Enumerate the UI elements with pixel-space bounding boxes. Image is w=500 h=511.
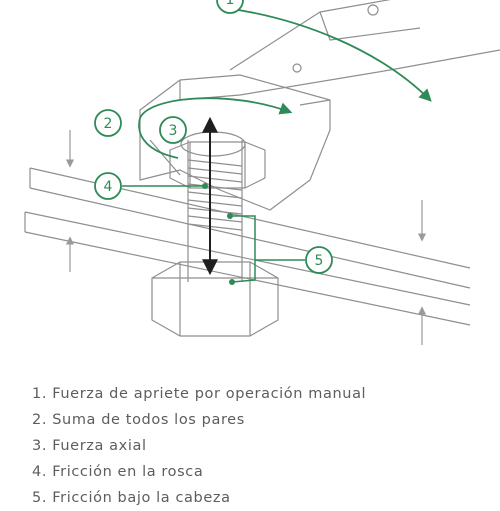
sum-torque-arrow xyxy=(139,97,293,119)
legend-item-5: 5. Fricción bajo la cabeza xyxy=(32,490,231,506)
wrench-torque-arrow xyxy=(224,7,432,102)
bolt-thread xyxy=(187,159,243,231)
legend-item-2: 2. Suma de todos los pares xyxy=(32,412,245,428)
svg-text:4: 4 xyxy=(104,179,113,195)
callout-3: 3 xyxy=(159,116,187,144)
svg-text:3: 3 xyxy=(169,123,178,139)
legend-list: 1. Fuerza de apriete por operación manua… xyxy=(32,381,366,511)
callout-4: 4 xyxy=(94,172,122,200)
legend-item-1: 1. Fuerza de apriete por operación manua… xyxy=(32,386,367,402)
callout-1: 1 xyxy=(216,0,244,14)
wrench-head xyxy=(139,74,331,211)
legend-item-3: 3. Fuerza axial xyxy=(32,438,147,454)
svg-text:1: 1 xyxy=(226,0,235,8)
bolt-head xyxy=(151,261,279,337)
legend-item-4: 4. Fricción en la rosca xyxy=(32,464,204,480)
callout-2: 2 xyxy=(94,109,122,137)
lower-plate xyxy=(24,211,471,326)
hex-nut xyxy=(169,141,266,189)
diagram-figure: 1 2 3 4 5 1. Fuerza de apriete por opera… xyxy=(24,0,500,506)
wrench-handle xyxy=(229,0,500,96)
svg-text:5: 5 xyxy=(315,253,324,269)
callout-5: 5 xyxy=(305,246,333,274)
bolt-shank xyxy=(187,140,243,282)
bolt-tightening-diagram: 1 2 3 4 5 xyxy=(24,0,500,345)
svg-text:2: 2 xyxy=(104,116,113,132)
